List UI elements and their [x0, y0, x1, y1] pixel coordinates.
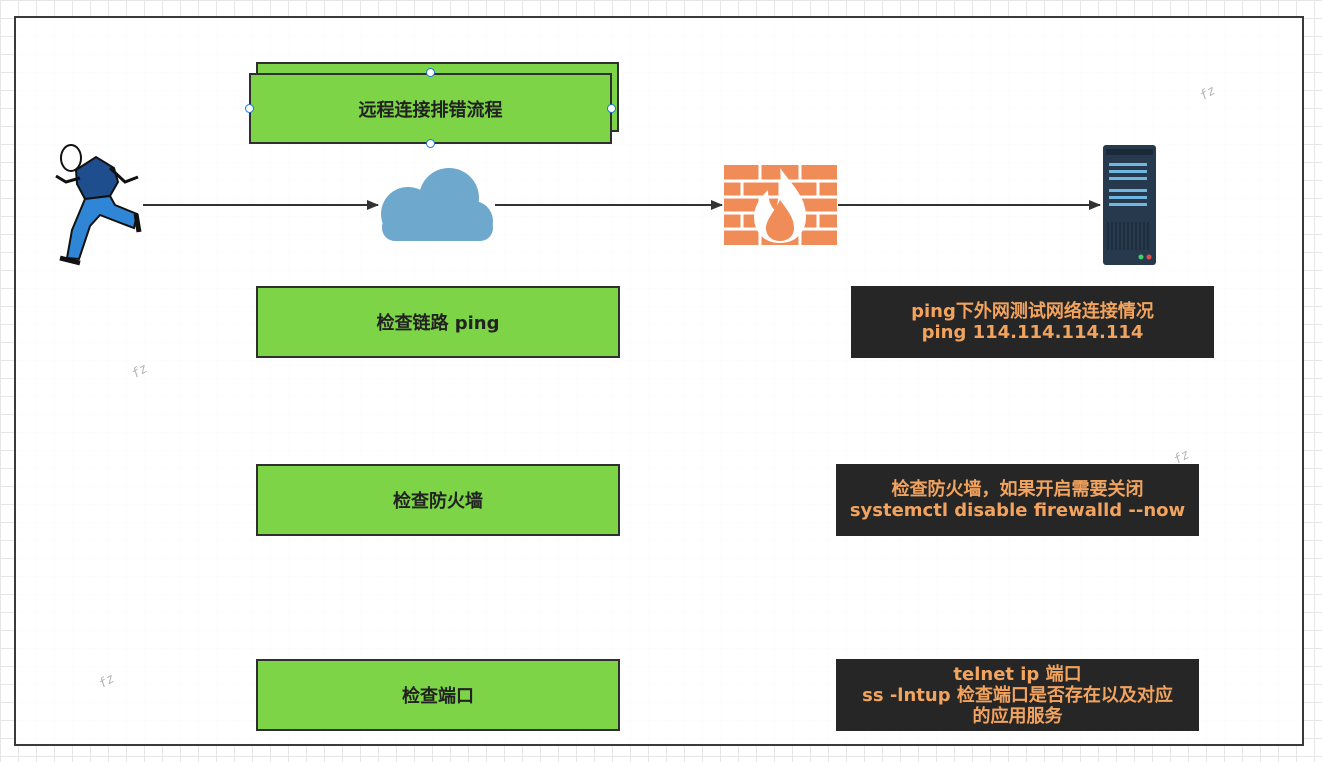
step-check-link[interactable]: 检查链路 ping	[256, 286, 620, 358]
note-line: ss -lntup 检查端口是否存在以及对应	[862, 684, 1173, 706]
note-line: ping 114.114.114.114	[921, 322, 1144, 343]
note-line: 检查防火墙，如果开启需要关闭	[891, 479, 1144, 500]
note-check-link[interactable]: ping下外网测试网络连接情况 ping 114.114.114.114	[851, 286, 1214, 358]
diagram-title: 远程连接排错流程	[358, 99, 503, 121]
firewall-icon	[724, 165, 837, 245]
note-check-firewall[interactable]: 检查防火墙，如果开启需要关闭 systemctl disable firewal…	[836, 464, 1199, 536]
step-label: 检查端口	[402, 686, 474, 707]
step-label: 检查防火墙	[393, 491, 483, 512]
server-icon	[1103, 145, 1156, 265]
note-line: systemctl disable firewalld --now	[849, 500, 1186, 521]
step-label: 检查链路 ping	[376, 313, 500, 334]
note-line: ping下外网测试网络连接情况	[911, 301, 1154, 322]
note-line: telnet ip 端口	[953, 663, 1082, 685]
selection-handle-bottom[interactable]	[426, 139, 435, 148]
cloud-icon	[381, 168, 493, 241]
note-line: 的应用服务	[972, 705, 1063, 727]
selection-handle-right[interactable]	[607, 104, 616, 113]
running-person-icon	[55, 144, 142, 266]
step-check-firewall[interactable]: 检查防火墙	[256, 464, 620, 536]
selection-handle-top[interactable]	[426, 68, 435, 77]
diagram-canvas	[14, 16, 1304, 746]
step-check-port[interactable]: 检查端口	[256, 659, 620, 731]
note-check-port[interactable]: telnet ip 端口 ss -lntup 检查端口是否存在以及对应 的应用服…	[836, 659, 1199, 731]
selection-handle-left[interactable]	[245, 104, 254, 113]
